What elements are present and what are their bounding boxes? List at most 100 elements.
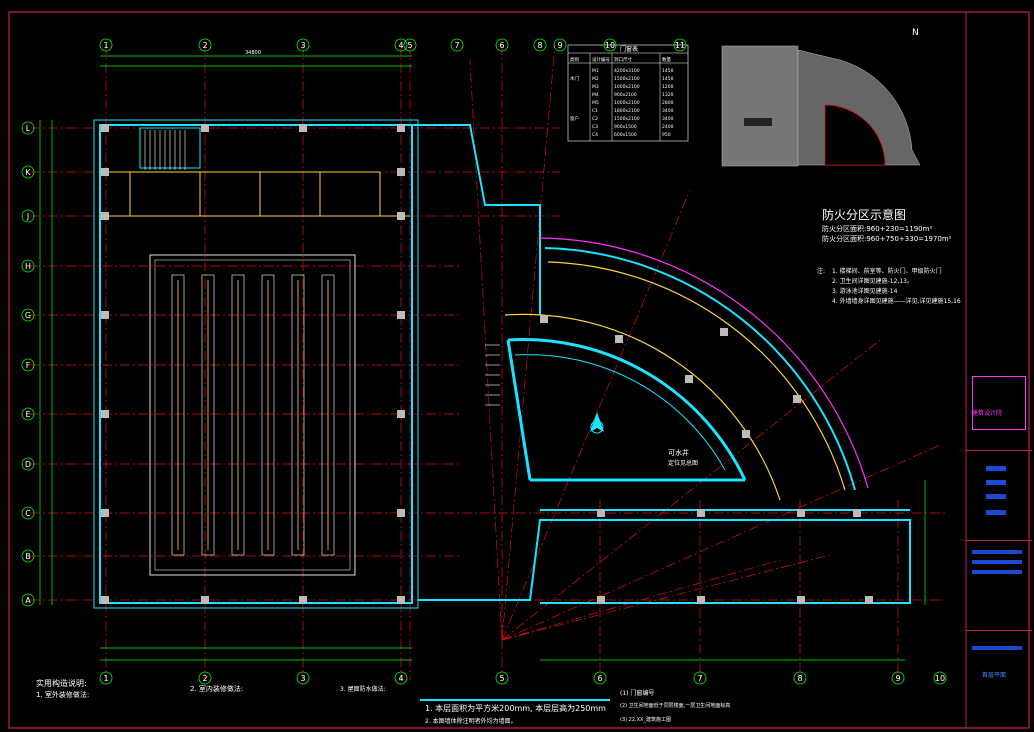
bottom-right-1: (1) 门窗编号 bbox=[620, 690, 655, 697]
drawing-title: 首层平面 bbox=[982, 672, 1007, 679]
axis-top-3: 3 bbox=[296, 38, 310, 52]
bottom-center-2: 2. 本图墙体除注明者外均为墙面。 bbox=[425, 718, 517, 725]
svg-text:H: H bbox=[25, 262, 31, 271]
schedule-header: 类别 bbox=[570, 56, 579, 63]
axis-left-J: J bbox=[21, 209, 35, 223]
axis-left-B: B bbox=[21, 549, 35, 563]
service-rooms bbox=[100, 127, 410, 217]
schedule-cell: 1320 bbox=[662, 92, 674, 98]
water-room-label: 可水井 bbox=[668, 449, 689, 457]
schedule-cell: 900x2100 bbox=[614, 92, 637, 98]
schedule-cell: M4 bbox=[592, 92, 599, 98]
schedule-cell: C4 bbox=[592, 132, 598, 138]
svg-text:4: 4 bbox=[398, 41, 403, 50]
axis-top-10: 10 bbox=[603, 38, 617, 52]
schedule-cell: 1000x2100 bbox=[614, 100, 640, 106]
water-room-sub: 定位见总图 bbox=[668, 460, 699, 467]
schedule-header: 设计编号 bbox=[592, 56, 610, 63]
svg-text:L: L bbox=[26, 124, 31, 133]
axis-bottom-9: 9 bbox=[891, 671, 905, 685]
axis-bottom-2: 2 bbox=[198, 671, 212, 685]
axis-bottom-5: 5 bbox=[495, 671, 509, 685]
bottom-center-1: 1. 本层面积为平方米200mm, 本层层高为250mm bbox=[425, 704, 606, 713]
svg-text:10: 10 bbox=[935, 674, 945, 683]
note-2: 2. 卫生间详图见建施-12,13。 bbox=[832, 278, 913, 285]
svg-text:1: 1 bbox=[103, 41, 108, 50]
axis-top-5: 5 bbox=[403, 38, 417, 52]
notes-title: 注: bbox=[817, 268, 826, 275]
axis-left-G: G bbox=[21, 308, 35, 322]
door-window-schedule bbox=[567, 44, 689, 142]
axis-bottom-6: 6 bbox=[593, 671, 607, 685]
svg-text:3: 3 bbox=[300, 41, 305, 50]
curved-wing bbox=[504, 237, 869, 501]
svg-text:6: 6 bbox=[597, 674, 602, 683]
axis-top-4: 4 bbox=[394, 38, 408, 52]
svg-text:G: G bbox=[25, 311, 31, 320]
schedule-header: 洞口尺寸 bbox=[614, 56, 632, 63]
schedule-header: 数量 bbox=[662, 56, 671, 63]
axis-top-6: 6 bbox=[495, 38, 509, 52]
schedule-cell: 4200x3100 bbox=[614, 68, 640, 74]
note-1: 1. 楼梯间、前室等、防火门、甲级防火门 bbox=[832, 268, 942, 275]
axis-left-bubbles: L K J H G F E D C B A bbox=[21, 121, 35, 607]
swimming-pool bbox=[149, 254, 356, 576]
schedule-cell: 1450 bbox=[662, 76, 674, 82]
svg-text:C: C bbox=[25, 509, 31, 518]
schedule-cell: 3400 bbox=[662, 116, 674, 122]
axis-left-C: C bbox=[21, 506, 35, 520]
schedule-cell: 1200 bbox=[662, 84, 674, 90]
schedule-cell: C2 bbox=[592, 116, 598, 122]
svg-text:3: 3 bbox=[300, 674, 305, 683]
axis-top-8: 8 bbox=[533, 38, 547, 52]
fire-zone-title: 防火分区示意图 bbox=[822, 208, 907, 222]
schedule-cell: C3 bbox=[592, 124, 598, 130]
bottom-left-title: 实用构造说明: bbox=[36, 679, 87, 688]
axis-top-7: 7 bbox=[450, 38, 464, 52]
schedule-cell: M5 bbox=[592, 100, 599, 106]
axis-left-K: K bbox=[21, 165, 35, 179]
svg-text:1: 1 bbox=[103, 674, 108, 683]
axis-left-H: H bbox=[21, 259, 35, 273]
svg-text:7: 7 bbox=[454, 41, 459, 50]
svg-text:6: 6 bbox=[499, 41, 504, 50]
svg-text:E: E bbox=[25, 410, 30, 419]
schedule-cell: M3 bbox=[592, 84, 599, 90]
schedule-title: 门窗表 bbox=[620, 45, 638, 53]
axis-left-E: E bbox=[21, 407, 35, 421]
fire-zone-line1: 防火分区面积:960+230=1190m² bbox=[822, 225, 933, 233]
axis-left-L: L bbox=[21, 121, 35, 135]
schedule-cell: 1450 bbox=[662, 68, 674, 74]
bottom-left-3: 3. 屋面防水做法: bbox=[340, 686, 386, 693]
schedule-cell: M1 bbox=[592, 68, 599, 74]
bottom-right-2: (2) 卫生间地面低于同层楼面,一层卫生间地面标高 bbox=[620, 703, 731, 709]
fire-zone-diagram bbox=[721, 45, 921, 167]
bottom-left-2: 2. 室内装修做法: bbox=[190, 685, 244, 693]
schedule-cell: 2800 bbox=[662, 100, 674, 106]
schedule-cell: 木门 bbox=[570, 75, 579, 82]
structural-columns bbox=[101, 124, 873, 604]
axis-bottom-7: 7 bbox=[693, 671, 707, 685]
svg-text:4: 4 bbox=[398, 674, 403, 683]
bottom-right-3: (3) 22.XX_建筑施工图 bbox=[620, 717, 671, 723]
svg-text:B: B bbox=[25, 552, 31, 561]
fire-zone-line2: 防火分区面积:960+750+330=1970m² bbox=[822, 235, 952, 243]
svg-text:8: 8 bbox=[797, 674, 802, 683]
north-label: N bbox=[912, 28, 919, 38]
svg-text:D: D bbox=[25, 460, 31, 469]
axis-bottom-1: 1 bbox=[99, 671, 113, 685]
schedule-cell: 1500x2100 bbox=[614, 116, 640, 122]
axis-bottom-10: 10 bbox=[933, 671, 947, 685]
north-arrow-icon bbox=[590, 412, 604, 434]
svg-text:10: 10 bbox=[605, 41, 615, 50]
svg-text:F: F bbox=[26, 361, 31, 370]
axis-left-A: A bbox=[21, 593, 35, 607]
bottom-left-1: 1. 室外装修做法: bbox=[36, 691, 90, 699]
svg-text:2: 2 bbox=[202, 41, 207, 50]
dimension-lines bbox=[39, 55, 926, 661]
sheet-border bbox=[8, 11, 1030, 729]
schedule-cell: 3400 bbox=[662, 108, 674, 114]
